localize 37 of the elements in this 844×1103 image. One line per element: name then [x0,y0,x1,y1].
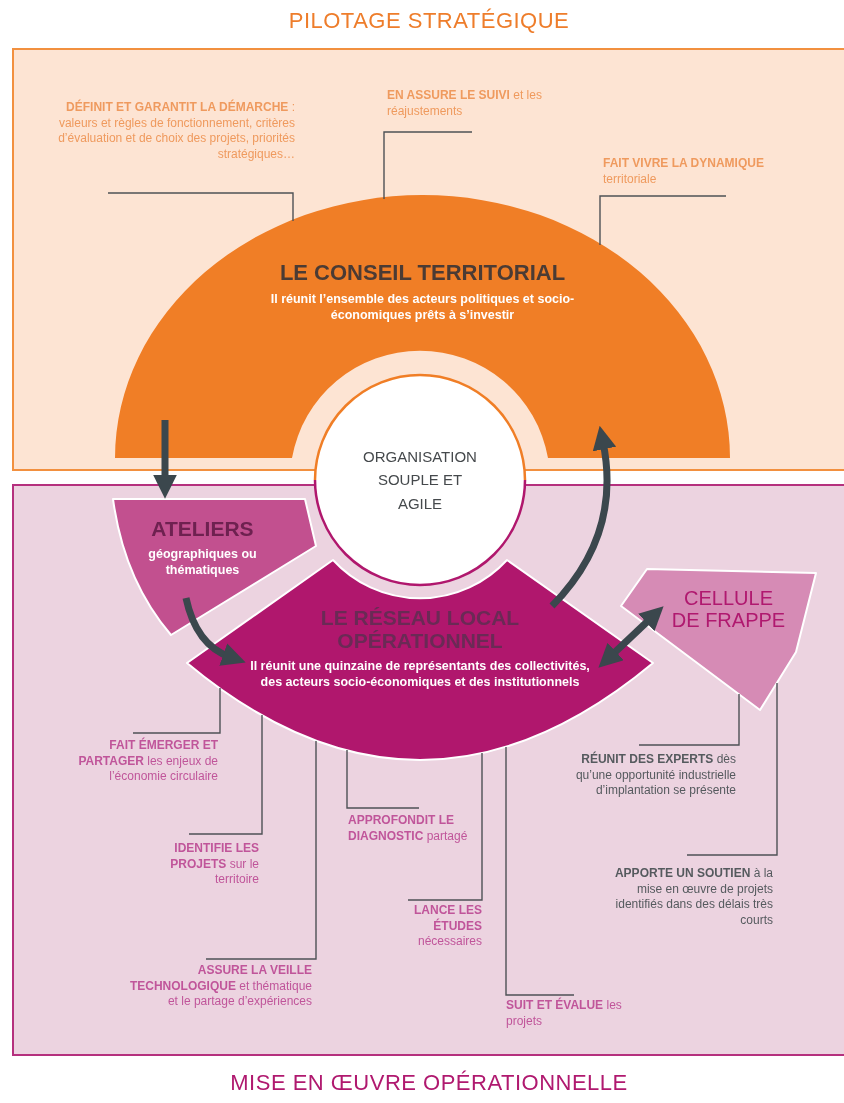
section-heading: MISE EN ŒUVRE OPÉRATIONNELLE [230,1070,628,1096]
annotation-text: SUIT ET ÉVALUE les projets [506,998,656,1029]
annotation-text: ASSURE LA VEILLE TECHNOLOGIQUE et thématique et le partage d’expériences [122,963,312,1010]
leader-line [638,693,740,746]
leader-line [346,749,420,809]
annotation-text: FAIT VIVRE LA DYNAMIQUE territoriale [603,156,793,187]
leader-line [205,740,317,960]
panel-title: CELLULE DE FRAPPE [670,587,787,631]
panel-description: géographiques ou thématiques [147,546,258,579]
annotation-text: LANCE LES ÉTUDES nécessaires [382,903,482,950]
annotation-text: FAIT ÉMERGER ET PARTAGER les enjeux de l’économie circulaire [48,738,218,785]
panel-title: ATELIERS [150,517,255,541]
leader-line [686,682,778,856]
leader-line [407,752,483,901]
leader-line [505,746,575,996]
arrow [549,425,616,609]
section-heading: PILOTAGE STRATÉGIQUE [288,8,570,34]
annotation-text: APPROFONDIT LE DIAGNOSTIC partagé [348,813,478,844]
panel-title: LE CONSEIL TERRITORIAL [278,261,567,286]
annotation-text: IDENTIFIE LES PROJETS sur le territoire [129,841,259,888]
leader-line [599,195,727,246]
center-circle [312,372,528,588]
arrow [153,420,177,499]
double-arrow [598,606,664,668]
leader-line [188,714,263,835]
panel-description: Il réunit une quinzaine de représentants des collectivités, des acteurs socio-économiques et des institutionnels [250,658,590,691]
annotation-text: EN ASSURE LE SUIVI et les réajustements [387,88,587,119]
curved-panel [621,569,816,710]
leader-line [383,131,473,200]
annotation-text: APPORTE UN SOUTIEN à la mise en œuvre de projets identifiés dans des délais très courts [598,866,773,928]
leader-line [107,192,294,222]
panel-title: LE RÉSEAU LOCAL OPÉRATIONNEL [319,606,521,653]
panel-description: Il réunit l’ensemble des acteurs politiques et socio-économiques prêts à s’investir [269,291,576,324]
annotation-text: RÉUNIT DES EXPERTS dès qu’une opportunité industrielle d’implantation se présente [566,752,736,799]
circle-label: ORGANISATION SOUPLE ET AGILE [362,447,478,514]
leader-line [132,687,221,734]
annotation-text: DÉFINIT ET GARANTIT LA DÉMARCHE : valeurs et règles de fonctionnement, critères d’évaluation et de choix des projets, priorités stratégiques… [55,100,295,162]
